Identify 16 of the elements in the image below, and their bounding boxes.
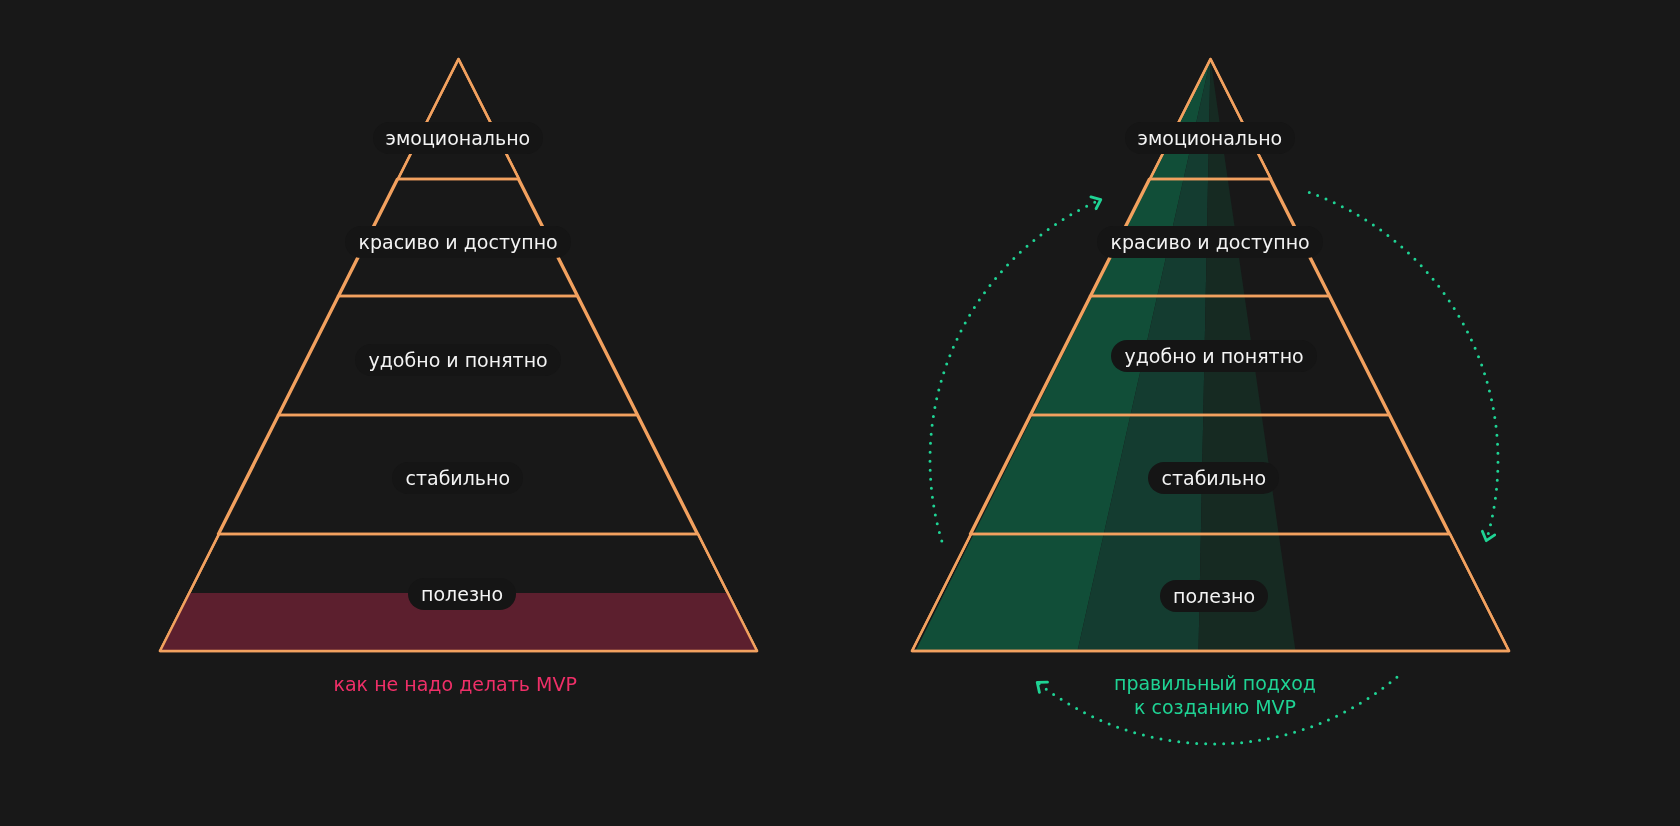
tier-label: красиво и доступно [1097, 226, 1323, 258]
tier-label: стабильно [1148, 462, 1280, 494]
tier-label: полезно [408, 578, 517, 610]
tier-label: красиво и доступно [345, 226, 571, 258]
pyramid-tier [908, 531, 1512, 654]
tier-label: эмоционально [1124, 122, 1296, 154]
pyramid-label: как не надо делать MVP [333, 672, 577, 696]
pyramid-label: правильный подход к созданию MVP [1113, 671, 1317, 719]
tier-label: удобно и понятно [355, 344, 561, 376]
pyramid [908, 56, 1512, 654]
tier-label: удобно и понятно [1111, 340, 1317, 372]
tier-label: полезно [1160, 580, 1269, 612]
pyramid [156, 56, 760, 654]
pyramid-tier [156, 531, 760, 654]
tier-label: эмоционально [372, 122, 544, 154]
tier-label: стабильно [392, 462, 524, 494]
